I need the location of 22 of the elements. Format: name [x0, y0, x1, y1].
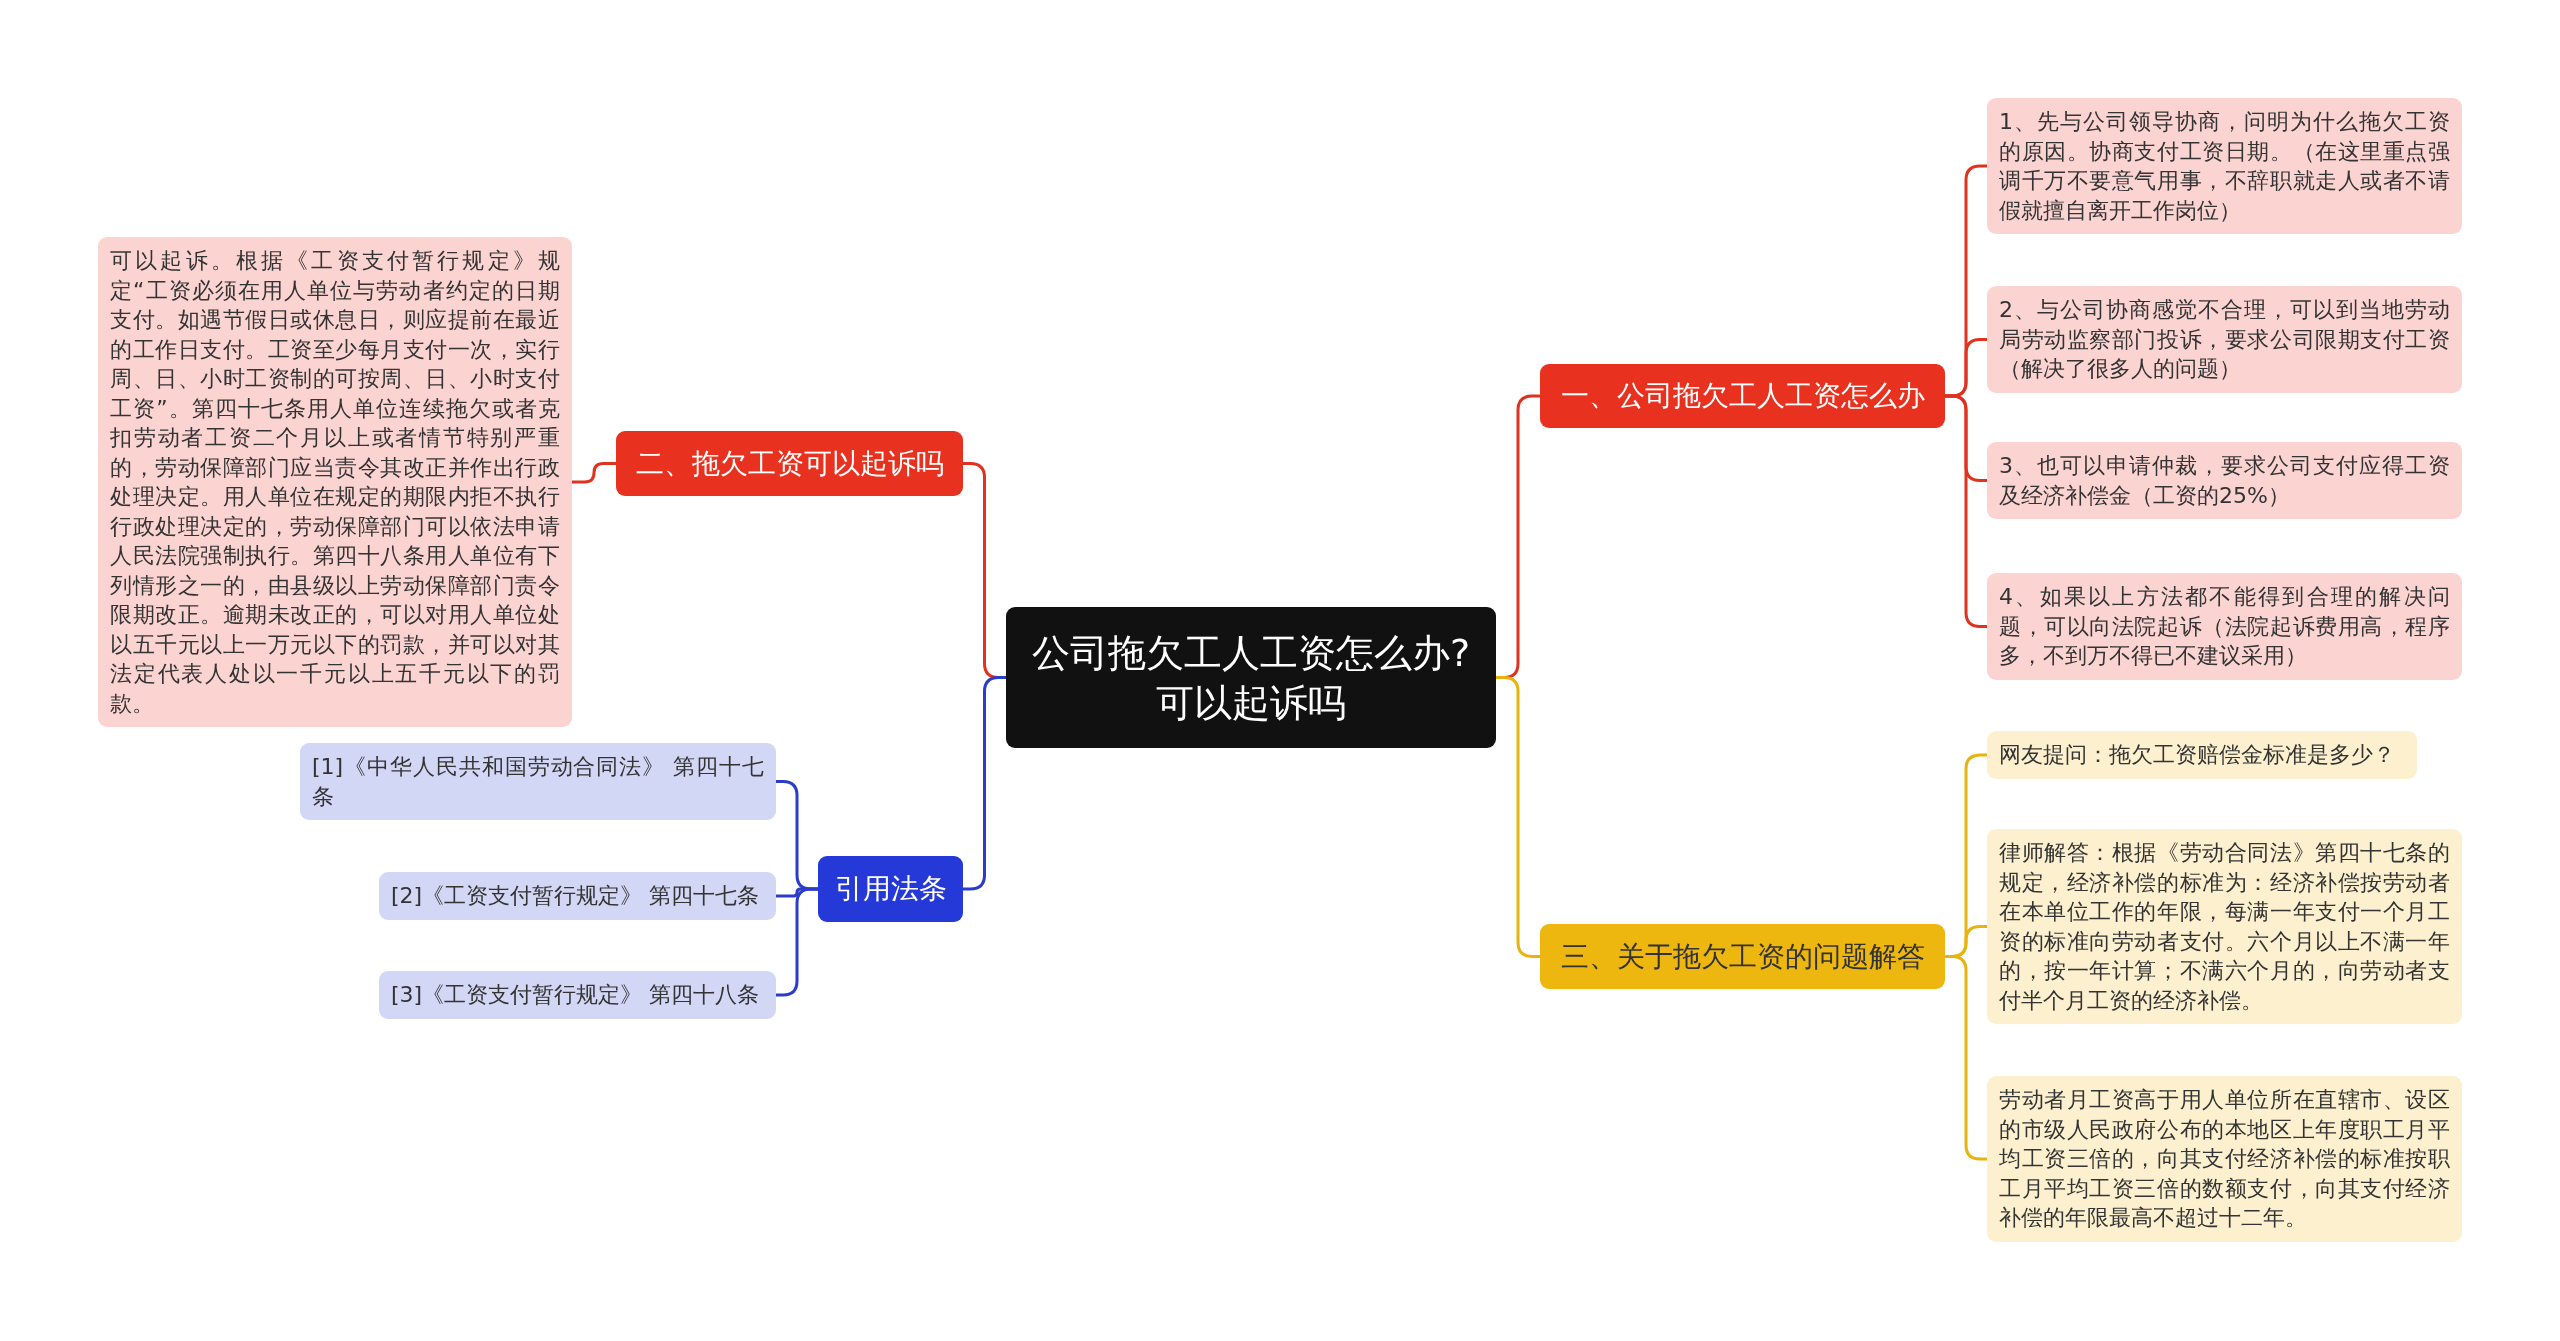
text-box: 4、如果以上方法都不能得到合理的解决问题，可以向法院起诉（法院起诉费用高，程序多，不到万不得已不建议采用） [1987, 573, 2462, 680]
text-box: 1、先与公司领导协商，问明为什么拖欠工资的原因。协商支付工资日期。（在这里重点强调千万不要意气用事，不辞职就走人或者不请假就擅自离开工作岗位） [1987, 98, 2462, 234]
reference-box: [3]《工资支付暂行规定》 第四十八条 [379, 971, 776, 1019]
reference-box: [1]《中华人民共和国劳动合同法》 第四十七条 [300, 743, 776, 820]
topic-box: 公司拖欠工人工资怎么办?可以起诉吗 [1006, 607, 1496, 748]
connector-line [1945, 394, 1987, 628]
connector-line [776, 887, 818, 997]
connector-line [1496, 676, 1540, 958]
branch-box: 一、公司拖欠工人工资怎么办 [1540, 364, 1945, 428]
text-box: 律师解答：根据《劳动合同法》第四十七条的规定，经济补偿的标准为：经济补偿按劳动者在本单位工作的年限，每满一年支付一个月工资的标准向劳动者支付。六个月以上不满一年的，按一年计算；不满六个月的，向劳动者支付半个月工资的经济补偿。 [1987, 829, 2462, 1024]
text-box: 劳动者月工资高于用人单位所在直辖市、设区的市级人民政府公布的本地区上年度职工月平均工资三倍的，向其支付经济补偿的标准按职工月平均工资三倍的数额支付，向其支付经济补偿的年限最高不超过十二年。 [1987, 1076, 2462, 1242]
connector-line [572, 462, 616, 484]
connector-line [1945, 955, 1987, 1161]
branch-box: 三、关于拖欠工资的问题解答 [1540, 924, 1945, 989]
branch-box: 引用法条 [818, 856, 963, 922]
reference-box: [2]《工资支付暂行规定》 第四十七条 [379, 872, 776, 920]
text-box: 网友提问：拖欠工资赔偿金标准是多少？ [1987, 731, 2417, 779]
text-box: 可以起诉。根据《工资支付暂行规定》规定“工资必须在用人单位与劳动者约定的日期支付。如遇节假日或休息日，则应提前在最近的工作日支付。工资至少每月支付一次，实行周、日、小时工资制的可按周、日、小时支付工资”。第四十七条用人单位连续拖欠或者克扣劳动者工资二个月以上或者情节特别严重的，劳动保障部门应当责令其改正并作出行政处理决定。用人单位在规定的期限内拒不执行行政处理决定的，劳动保障部门可以依法申请人民法院强制执行。第四十八条用人单位有下列情形之一的，由县级以上劳动保障部门责令限期改正。逾期未改正的，可以对用人单位处以五千元以上一万元以下的罚款，并可以对其法定代表人处以一千元以上五千元以下的罚款。 [98, 237, 572, 727]
connector-line [963, 676, 1006, 891]
text-box: 2、与公司协商感觉不合理，可以到当地劳动局劳动监察部门投诉，要求公司限期支付工资（解决了很多人的问题） [1987, 286, 2462, 393]
branch-box: 二、拖欠工资可以起诉吗 [616, 431, 963, 496]
text-box: 3、也可以申请仲裁，要求公司支付应得工资及经济补偿金（工资的25%） [1987, 442, 2462, 519]
